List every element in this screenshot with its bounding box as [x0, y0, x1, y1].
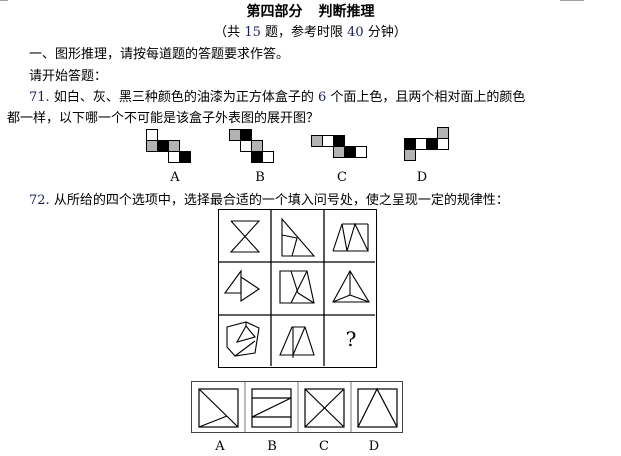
title-part: 第四部分 [246, 4, 303, 20]
q71-option-label: B [255, 170, 265, 185]
answer-figures [198, 382, 398, 432]
question-number: 72. [29, 193, 50, 208]
net-face [355, 146, 367, 158]
net-face [404, 149, 416, 161]
title-part: 判断推理 [318, 4, 375, 20]
net-face [437, 138, 449, 150]
q72-option-label: C [319, 439, 329, 454]
q72-puzzle-grid: ? [218, 209, 377, 368]
question-count: 15 [244, 25, 261, 40]
question-72-text: 72. 从所给的四个选项中，选择最合适的一个填入问号处，使之呈现一定的规律性： [29, 189, 509, 208]
q71-option-label: A [170, 170, 180, 185]
q72-option-label: D [368, 439, 380, 454]
q72-answer-options [191, 381, 403, 433]
question-text: 如白、灰、黑三种颜色的油漆为正方体盒子的 [49, 90, 318, 105]
grid-lines [219, 210, 375, 366]
question-text: 从所给的四个选项中，选择最合适的一个填入问号处，使之呈现一定的规律性： [49, 193, 509, 208]
start-instruction: 请开始答题： [29, 69, 108, 84]
face-count: 6 [317, 90, 327, 105]
subtitle-text: （共 [214, 25, 245, 40]
section-subtitle: （共 15 题，参考时限 40 分钟） [0, 21, 621, 40]
hourglass-figure [229, 220, 261, 253]
q71-option-label: D [416, 170, 428, 185]
section-instruction: 一、图形推理，请按每道题的答题要求作答。 [29, 47, 290, 62]
net-face [179, 151, 191, 163]
q71-option-label: C [337, 170, 347, 185]
q72-option-label: B [267, 439, 277, 454]
question-71-line2: 都一样，以下哪一个不可能是该盒子外表图的展开图？ [7, 111, 320, 126]
subtitle-text: 题，参考时限 [260, 25, 348, 40]
subtitle-text: 分钟） [363, 25, 407, 40]
time-limit: 40 [347, 25, 364, 40]
net-face [262, 151, 274, 163]
section-title: 第四部分判断推理 [0, 1, 621, 21]
top-edge-mark [560, 0, 584, 1]
question-71-line1: 71. 如白、灰、黑三种颜色的油漆为正方体盒子的 6 个面上色，且两个相对面上的… [29, 86, 525, 105]
option-a-figure [198, 388, 239, 428]
top-edge-mark [0, 0, 8, 1]
question-mark: ? [345, 327, 357, 351]
question-text: 个面上色，且两个相对面上的颜色 [326, 90, 526, 105]
q72-option-label: A [215, 439, 225, 454]
question-number: 71. [29, 90, 50, 105]
